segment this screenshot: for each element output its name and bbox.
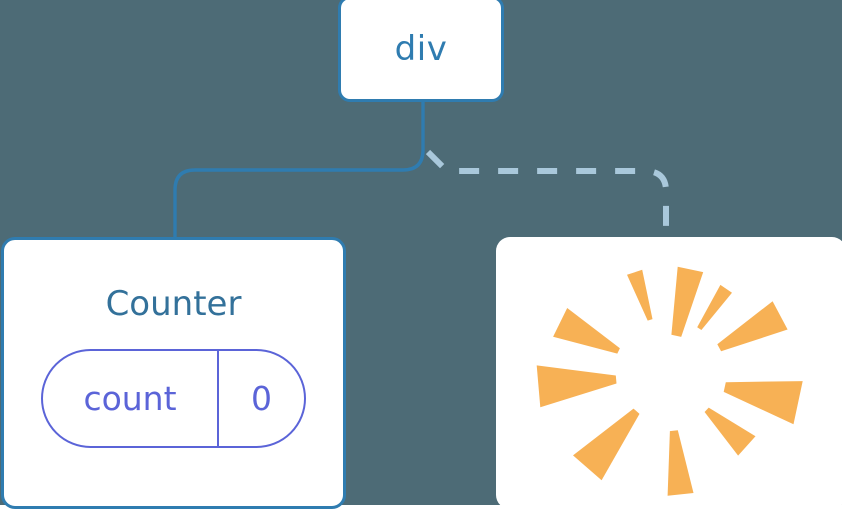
node-counter-title: Counter (105, 284, 242, 324)
ray-ese (704, 407, 756, 456)
ray-s (667, 430, 694, 496)
sparkle-burst-icon (536, 266, 803, 496)
ray-wnw (553, 308, 620, 354)
node-counter[interactable]: Counter count 0 (1, 237, 346, 509)
edge-div-to-counter (173, 99, 425, 242)
state-key-label: count (83, 379, 177, 418)
ray-n (671, 266, 704, 337)
state-pill[interactable]: count 0 (41, 349, 306, 448)
ray-ne (717, 301, 788, 352)
ray-nne (697, 284, 732, 330)
ray-ssw (573, 408, 640, 481)
state-key-cell: count (43, 351, 217, 446)
node-div-label: div (394, 29, 448, 69)
ray-e (723, 381, 803, 425)
state-pill-divider (217, 351, 219, 446)
node-div[interactable]: div (338, 0, 504, 102)
state-value-label: 0 (251, 379, 272, 418)
ray-nnw (627, 269, 653, 321)
node-rendered-output[interactable] (496, 237, 842, 509)
edge-div-to-rendered (425, 149, 669, 240)
state-value-cell: 0 (219, 351, 304, 446)
ray-w (536, 365, 617, 408)
